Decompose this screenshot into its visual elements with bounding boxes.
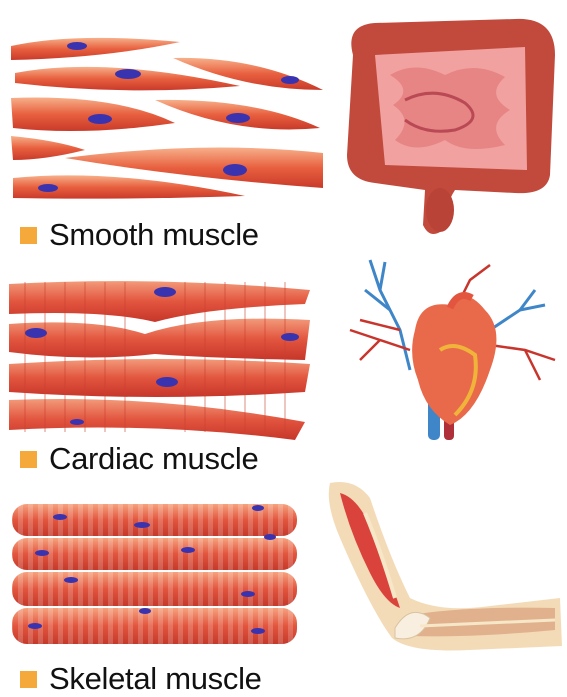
arm-muscle-image [310,478,565,653]
intestines-image [335,5,560,240]
skeletal-muscle-label-row: Skeletal muscle [20,661,262,697]
smooth-muscle-label: Smooth muscle [49,217,259,253]
square-bullet-icon [20,671,37,688]
skeletal-muscle-label: Skeletal muscle [49,661,262,697]
cardiac-muscle-label: Cardiac muscle [49,441,258,477]
square-bullet-icon [20,451,37,468]
smooth-muscle-tissue-image [5,28,325,208]
cardiac-muscle-tissue-image [5,272,315,444]
cardiac-muscle-label-row: Cardiac muscle [20,441,258,477]
skeletal-muscle-tissue-image [8,500,303,648]
heart-image [340,250,565,445]
square-bullet-icon [20,227,37,244]
smooth-muscle-label-row: Smooth muscle [20,217,259,253]
